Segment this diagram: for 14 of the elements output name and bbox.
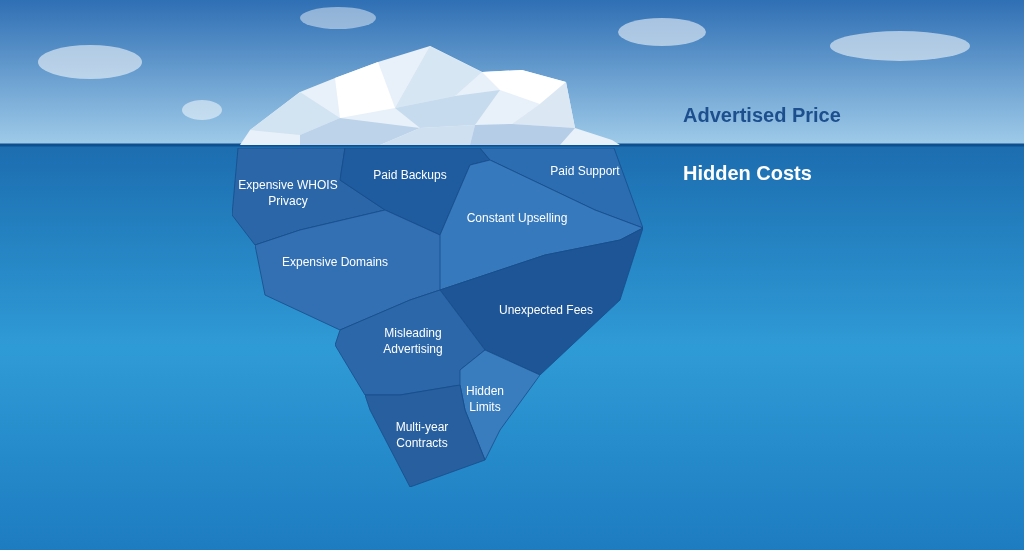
facet-label: Hidden Limits (465, 383, 505, 415)
iceberg-facet (440, 228, 643, 375)
facet-label: Misleading Advertising (382, 325, 444, 357)
facet-label: Unexpected Fees (497, 302, 595, 318)
facet-label: Expensive WHOIS Privacy (238, 177, 338, 209)
facet-label: Constant Upselling (465, 210, 569, 226)
facet-label: Expensive Domains (280, 254, 390, 270)
iceberg-facet (255, 210, 440, 330)
facet-label: Multi-year Contracts (394, 419, 450, 451)
heading-label: Hidden Costs (683, 162, 812, 185)
iceberg-facet (460, 350, 540, 460)
heading-label: Advertised Price (683, 104, 841, 127)
facet-label: Paid Backups (372, 167, 448, 183)
facet-label: Paid Support (549, 163, 621, 179)
